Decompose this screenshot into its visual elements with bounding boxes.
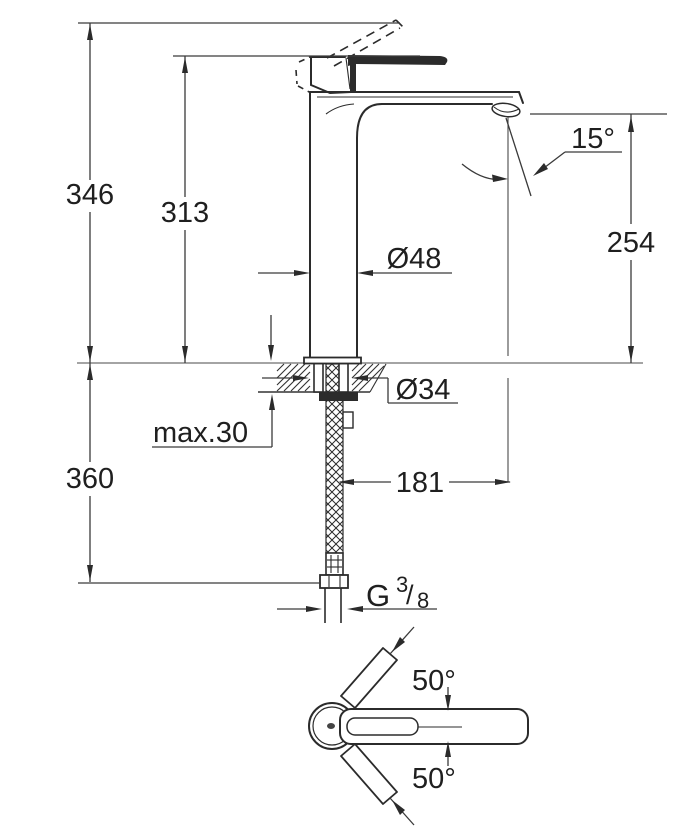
spout-and-column: [309, 91, 524, 359]
handle-position-lower: [340, 743, 398, 805]
brand-mark: [327, 723, 335, 729]
dim-spout-reach-label: 181: [396, 467, 444, 499]
handle-base-block: [310, 56, 352, 95]
dim-swivel-bottom-label: 50°: [412, 763, 456, 795]
shank-wall-left: [313, 362, 324, 393]
hose-connector-nut: [319, 574, 349, 589]
dim-below-deck: 360: [66, 363, 321, 584]
base-flange: [303, 356, 362, 365]
dimension-annotations: 346 313 254: [66, 22, 667, 613]
thread-denominator-label: 8: [417, 588, 429, 613]
shank-wall-right: [338, 362, 349, 393]
dim-total-height-label: 346: [66, 179, 114, 211]
dim-thread-size: G 3 / 8: [277, 572, 437, 613]
dim-below-deck-label: 360: [66, 463, 114, 495]
lever-grip-top-view: [346, 717, 419, 736]
mounting-stud: [342, 411, 354, 429]
connection-tube: [324, 588, 342, 623]
dim-swivel-angles: 50° 50°: [389, 626, 456, 826]
thread-numerator-label: 3: [396, 572, 408, 597]
raised-handle-ghost: [295, 19, 404, 94]
dim-swivel-top-label: 50°: [412, 665, 456, 697]
dim-spout-height-label: 254: [607, 227, 655, 259]
dim-hole-diameter: Ø34: [262, 374, 458, 406]
dim-deck-thickness-label: max.30: [153, 417, 248, 449]
dim-spout-angle-label: 15°: [571, 123, 615, 155]
dim-deck-thickness: max.30: [152, 315, 275, 449]
under-deck-assembly: [313, 362, 358, 623]
dim-spout-angle: 15°: [461, 117, 622, 482]
dim-total-height: 346: [66, 22, 400, 363]
dim-hole-diameter-label: Ø34: [396, 374, 451, 406]
handle-lever: [348, 55, 448, 91]
side-view-faucet: [295, 19, 524, 359]
thread-g-label: G: [366, 578, 390, 613]
aerator-tip: [491, 102, 521, 118]
dim-body-diameter: Ø48: [258, 243, 452, 276]
dim-height-to-lever: 313: [161, 55, 420, 363]
thread-slash-label: /: [406, 580, 414, 610]
handle-position-upper: [340, 647, 398, 709]
mounting-locknut: [319, 392, 358, 401]
dim-body-diameter-label: Ø48: [387, 243, 442, 275]
dim-spout-height: 254: [530, 113, 667, 363]
top-view: 50° 50°: [308, 626, 529, 826]
dim-height-to-lever-label: 313: [161, 197, 209, 229]
dim-spout-reach: 181: [338, 467, 511, 499]
hose-end-fitting: [325, 552, 344, 576]
